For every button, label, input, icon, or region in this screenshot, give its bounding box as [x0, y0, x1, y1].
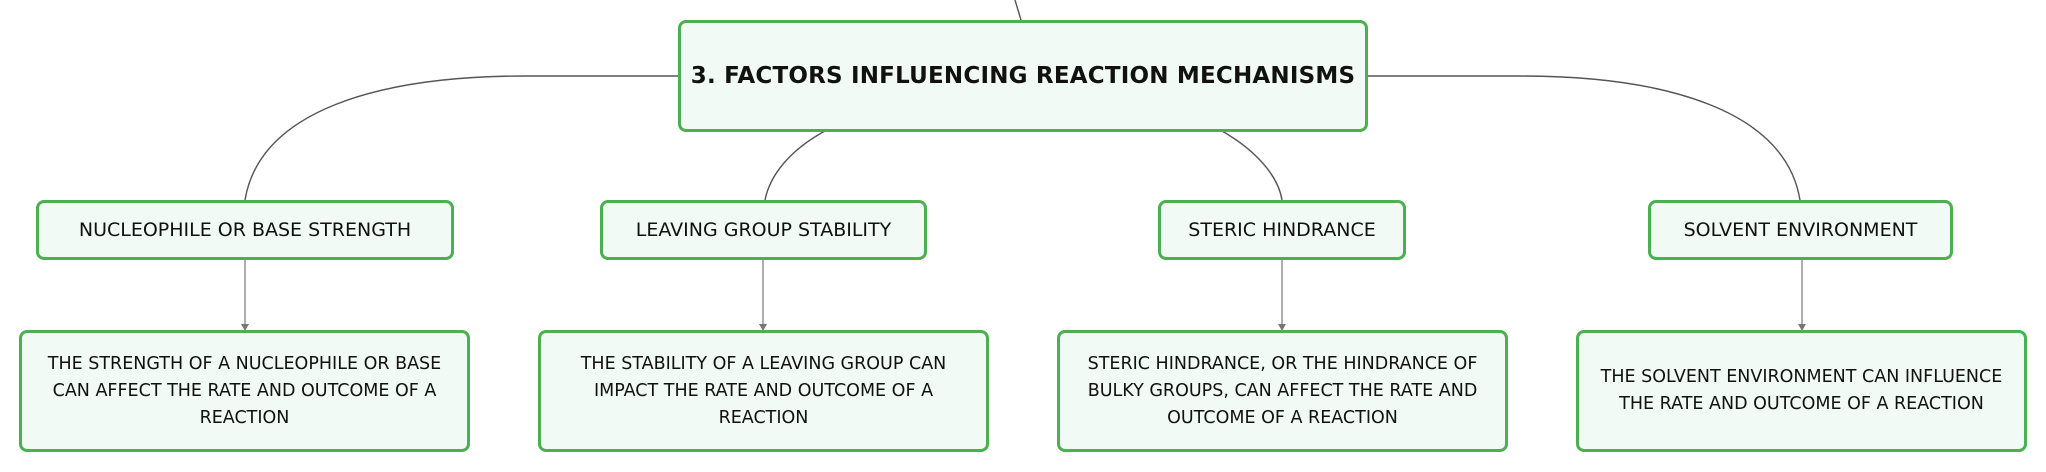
connector-root-to-steric [1221, 130, 1283, 201]
description-text: THE SOLVENT ENVIRONMENT CAN INFLUENCE TH… [1600, 367, 2003, 414]
connector-root-to-nucleophile [244, 75, 678, 201]
topic-label: LEAVING GROUP STABILITY [635, 219, 892, 241]
description-node-steric-hindrance[interactable]: STERIC HINDRANCE, OR THE HINDRANCE OF BU… [1057, 330, 1508, 452]
topic-node-steric-hindrance[interactable]: STERIC HINDRANCE [1158, 200, 1406, 260]
arrowhead-steric [1278, 324, 1286, 331]
description-text: THE STABILITY OF A LEAVING GROUP CAN IMP… [580, 353, 947, 428]
topic-label: NUCLEOPHILE OR BASE STRENGTH [78, 219, 412, 241]
root-node-label: 3. FACTORS INFLUENCING REACTION MECHANIS… [690, 63, 1356, 89]
root-node[interactable]: 3. FACTORS INFLUENCING REACTION MECHANIS… [678, 20, 1368, 132]
description-node-leaving-group[interactable]: THE STABILITY OF A LEAVING GROUP CAN IMP… [538, 330, 989, 452]
description-node-solvent[interactable]: THE SOLVENT ENVIRONMENT CAN INFLUENCE TH… [1576, 330, 2027, 452]
arrowhead-solvent [1798, 324, 1806, 331]
topic-node-nucleophile[interactable]: NUCLEOPHILE OR BASE STRENGTH [36, 200, 454, 260]
connector-root-to-solvent [1368, 75, 1801, 201]
topic-node-leaving-group[interactable]: LEAVING GROUP STABILITY [600, 200, 927, 260]
description-text: THE STRENGTH OF A NUCLEOPHILE OR BASE CA… [47, 353, 442, 428]
description-text: STERIC HINDRANCE, OR THE HINDRANCE OF BU… [1087, 353, 1478, 428]
arrowhead-leaving-group [759, 324, 767, 331]
topic-label: STERIC HINDRANCE [1188, 219, 1376, 241]
description-node-nucleophile[interactable]: THE STRENGTH OF A NUCLEOPHILE OR BASE CA… [19, 330, 470, 452]
connector-parent-to-root [1014, 0, 1022, 21]
topic-label: SOLVENT ENVIRONMENT [1683, 219, 1918, 241]
topic-node-solvent[interactable]: SOLVENT ENVIRONMENT [1648, 200, 1953, 260]
arrowhead-nucleophile [241, 324, 249, 331]
connector-root-to-leaving-group [764, 130, 826, 201]
